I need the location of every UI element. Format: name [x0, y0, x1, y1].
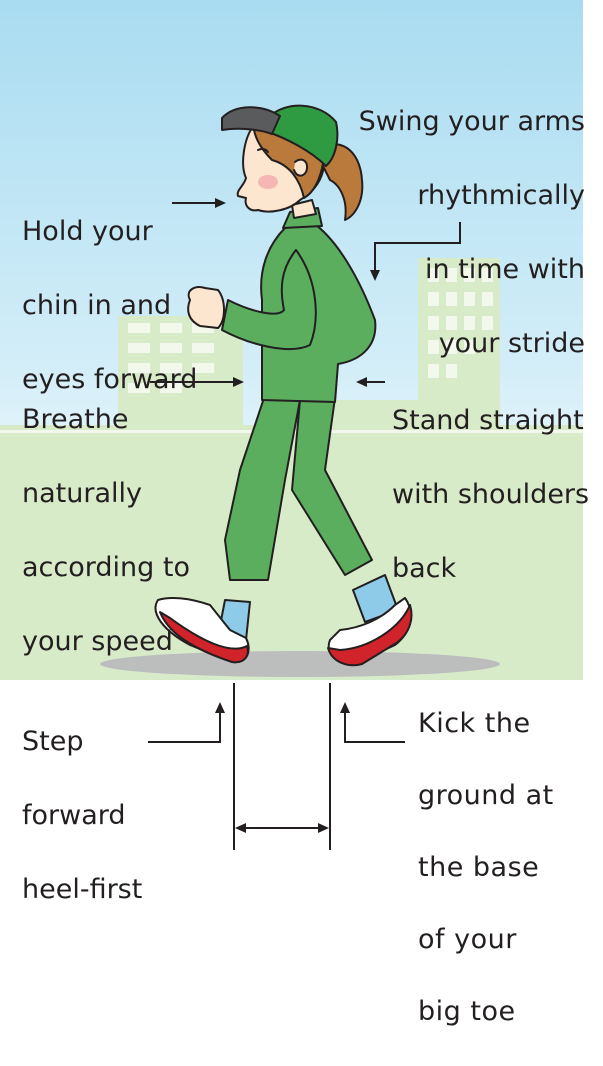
annotation-line: heel-first: [22, 871, 142, 908]
annotation-line: of your: [418, 922, 554, 958]
cap-visor: [222, 107, 280, 134]
annotation-line: according to: [22, 549, 190, 586]
annotation-line: chin in and: [22, 287, 197, 324]
annotation-breathe: Breathe naturally according to your spee…: [22, 364, 190, 697]
annotation-line: with shoulders: [392, 476, 589, 513]
annotation-stand: Stand straight with shoulders back: [392, 365, 589, 624]
annotation-line: Breathe: [22, 401, 190, 438]
annotation-line: naturally: [22, 475, 190, 512]
annotation-line: your stride: [359, 325, 585, 362]
annotation-line: forward: [22, 797, 142, 834]
annotation-line: back: [392, 550, 589, 587]
annotation-line: the base: [418, 850, 554, 886]
annotation-arms: Swing your arms rhythmically in time wit…: [359, 66, 585, 399]
annotation-line: Step: [22, 723, 142, 760]
annotation-line: ground at: [418, 778, 554, 814]
annotation-line: big toe: [418, 994, 554, 1030]
annotation-line: Kick the: [418, 706, 554, 742]
annotation-line: rhythmically: [359, 177, 585, 214]
annotation-line: your speed: [22, 623, 190, 660]
annotation-line: Stand straight: [392, 402, 589, 439]
annotation-kick: Kick the ground at the base of your big …: [418, 670, 554, 1066]
annotation-line: Swing your arms: [359, 103, 585, 140]
annotation-line: Hold your: [22, 213, 197, 250]
annotation-step: Step forward heel-first: [22, 686, 142, 945]
annotation-line: in time with: [359, 251, 585, 288]
